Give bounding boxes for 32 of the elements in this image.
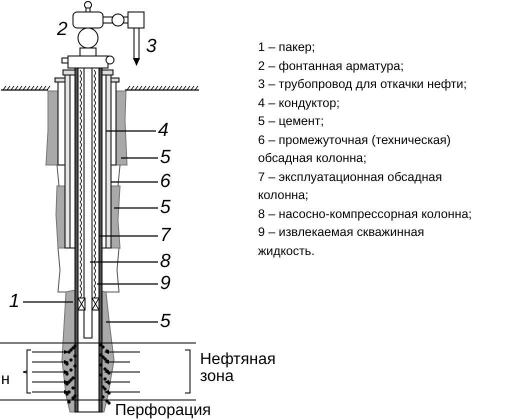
callout-number: 6 [160, 172, 171, 192]
callout-number: 4 [158, 121, 169, 141]
leader-line [111, 181, 158, 183]
leader-line [23, 301, 73, 303]
zone-label: Нефтяная зона [200, 351, 277, 385]
perforation-label: Перфорация [115, 402, 211, 419]
leader-line [90, 261, 158, 263]
leader-line [97, 283, 158, 285]
callout-number: 1 [9, 292, 20, 312]
cut-off-text: н [1, 371, 10, 388]
callout-number: 5 [160, 198, 171, 218]
callout-number: 8 [160, 252, 171, 272]
key-entry: 7 – эксплуатационная обсадная колонна; [258, 168, 444, 204]
key-entry: 3 – трубопровод для откачки нефти; [258, 76, 468, 93]
key-entry: 1 – пакер; [258, 39, 316, 56]
callout-number: 5 [160, 312, 171, 332]
key-entry: 2 – фонтанная арматура; [258, 58, 405, 75]
callout-number: 7 [160, 226, 171, 246]
leader-line [121, 157, 158, 159]
leader-line [99, 235, 158, 237]
callout-number: 3 [146, 37, 157, 57]
key-entry: 5 – цемент; [258, 113, 325, 130]
callout-number: 5 [160, 148, 171, 168]
key-entry: 9 – извлекаемая скважинная жидкость. [258, 224, 426, 260]
key-entry: 6 – промежуточная (техническая) обсадная колонна; [258, 132, 452, 167]
callout-number: 9 [160, 274, 171, 294]
callout-number: 2 [57, 20, 68, 40]
key-entry: 8 – насосно-компрессорная колонна; [258, 206, 472, 223]
leader-line [106, 321, 158, 323]
leader-line [114, 207, 158, 209]
key-entry: 4 – кондуктор; [258, 94, 341, 112]
leader-line [106, 130, 156, 132]
